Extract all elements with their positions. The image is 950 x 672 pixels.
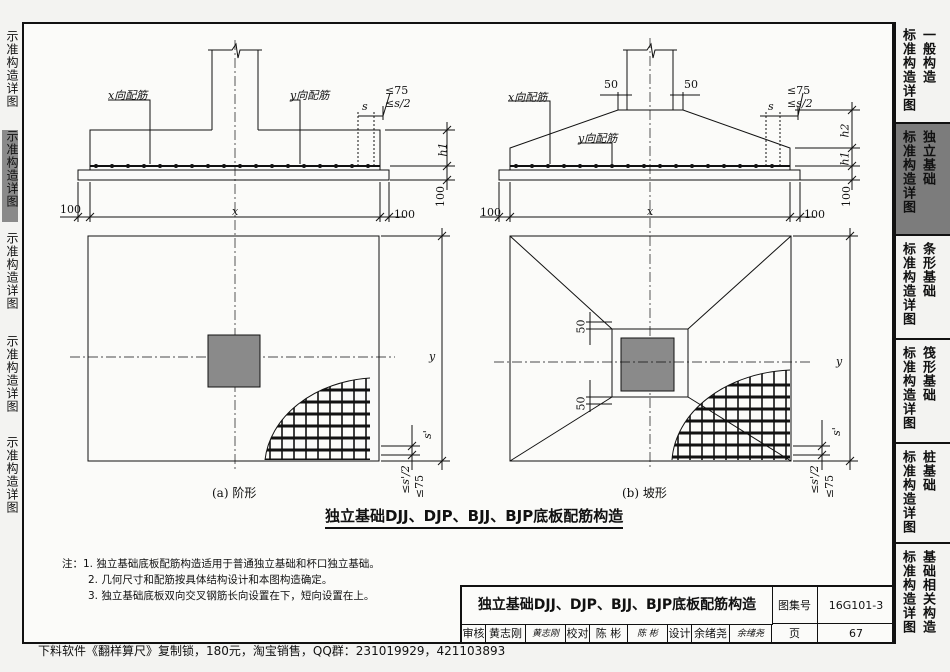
tab-label-topic: 独立基础 [920, 130, 935, 186]
drawing-main-caption: 独立基础DJJ、DJP、BJJ、BJP底板配筋构造 [325, 505, 624, 529]
fig-b-h1: h1 [838, 151, 852, 166]
left-strip-label: 示准构造详图 [2, 130, 19, 222]
tab-isolated-foundation[interactable]: 标准构造详图 独立基础 [896, 124, 950, 236]
tab-label-standard: 标准构造详图 [900, 550, 915, 634]
fig-b-s: s [768, 100, 774, 113]
fig-a-100-bottom: 100 [434, 186, 447, 207]
fig-b-les2: ≤s/2 [787, 97, 813, 110]
tab-label-standard: 标准构造详图 [900, 450, 915, 534]
figure-b-plan [494, 228, 858, 470]
fig-a-les2: ≤s/2 [385, 97, 411, 110]
figure-a-plan [70, 228, 450, 470]
title-block: 独立基础DJJ、DJP、BJJ、BJP底板配筋构造 图集号 16G101-3 审… [460, 585, 894, 644]
fig-a-100-left: 100 [60, 203, 81, 216]
fig-b-le75-b: ≤75 [823, 474, 837, 499]
fig-b-50-right: 50 [684, 78, 698, 91]
fig-b-y-dim: y [836, 355, 843, 368]
fig-b-50-plan-bottom: 50 [574, 396, 588, 411]
fig-a-y-bars-label: y向配筋 [290, 89, 330, 102]
tab-label-topic: 桩基础 [920, 450, 935, 492]
fig-b-caption: (b) 坡形 [622, 486, 667, 500]
tab-pile-foundation[interactable]: 标准构造详图 桩基础 [896, 444, 950, 544]
design-label: 设计 [668, 624, 692, 644]
left-strip-label: 示准构造详图 [5, 232, 19, 310]
fig-b-50-left: 50 [604, 78, 618, 91]
fig-a-le75-b: ≤75 [413, 474, 427, 499]
figure-b-section [480, 38, 860, 470]
designer-signature: 余绪尧 [730, 624, 772, 644]
tab-label-topic: 基础相关构造 [920, 550, 935, 634]
tab-label-topic: 筏形基础 [920, 346, 935, 402]
checker-name: 陈 彬 [590, 624, 628, 644]
reviewer-signature: 黄志刚 [526, 624, 566, 644]
drawing-frame [22, 22, 894, 644]
chapter-tabs: 标准构造详图 一般构造 标准构造详图 独立基础 标准构造详图 条形基础 标准构造… [894, 22, 950, 644]
tab-label-topic: 一般构造 [920, 28, 935, 84]
tab-general-construction[interactable]: 标准构造详图 一般构造 [896, 22, 950, 124]
left-strip-label: 示准构造详图 [5, 335, 19, 413]
fig-b-les2-prime: ≤s'/2 [807, 465, 821, 494]
checker-signature: 陈 彬 [628, 624, 668, 644]
fig-b-50-plan-top: 50 [574, 319, 588, 334]
tab-label-standard: 标准构造详图 [900, 28, 915, 112]
notes-block: 注：1. 独立基础底板配筋构造适用于普通独立基础和杯口独立基础。 2. 几何尺寸… [62, 556, 380, 604]
fig-b-100-left: 100 [480, 206, 501, 219]
tab-raft-foundation[interactable]: 标准构造详图 筏形基础 [896, 340, 950, 444]
fig-a-h1: h1 [436, 142, 450, 157]
fig-a-y-dim: y [429, 350, 436, 363]
review-label: 审核 [462, 624, 486, 644]
fig-a-s: s [362, 100, 368, 113]
check-label: 校对 [566, 624, 590, 644]
fig-b-y-bars-label: y向配筋 [578, 132, 618, 145]
fig-b-x-dim: x [647, 205, 654, 218]
fig-a-x-dim: x [232, 205, 239, 218]
atlas-label: 图集号 [772, 587, 818, 624]
fig-b-100-right: 100 [804, 208, 825, 221]
note-2: 2. 几何尺寸和配筋按具体结构设计和本图构造确定。 [88, 574, 333, 586]
fig-b-le75: ≤75 [787, 84, 811, 97]
page-number: 67 [849, 627, 863, 640]
note-3: 3. 独立基础底板双向交叉钢筋长向设置在下，短向设置在上。 [88, 590, 375, 602]
atlas-number: 16G101-3 [818, 587, 894, 624]
tab-label-standard: 标准构造详图 [900, 130, 915, 214]
footer-watermark-text: 下料软件《翻样算尺》复制锁，180元，淘宝销售，QQ群：231019929，42… [38, 644, 506, 658]
tab-related-construction[interactable]: 标准构造详图 基础相关构造 [896, 544, 950, 644]
fig-b-s-prime: s' [829, 427, 843, 436]
designer-name: 余绪尧 [692, 624, 730, 644]
tab-label-topic: 条形基础 [920, 242, 935, 298]
left-strip-label: 示准构造详图 [5, 436, 19, 514]
page-label: 页 [772, 624, 818, 644]
fig-a-100-right: 100 [394, 208, 415, 221]
figure-a-section [60, 40, 455, 470]
note-1: 注：1. 独立基础底板配筋构造适用于普通独立基础和杯口独立基础。 [62, 558, 380, 570]
fig-b-h2: h2 [838, 123, 852, 138]
fig-a-s-prime: s' [420, 430, 434, 439]
reviewer-name: 黄志刚 [486, 624, 526, 644]
fig-a-les2-prime: ≤s'/2 [398, 465, 412, 494]
tab-label-standard: 标准构造详图 [900, 242, 915, 326]
fig-b-100-bottom: 100 [840, 186, 853, 207]
fig-b-x-bars-label: x向配筋 [508, 91, 548, 104]
title-block-title: 独立基础DJJ、DJP、BJJ、BJP底板配筋构造 [462, 587, 773, 625]
fig-a-le75: ≤75 [385, 84, 409, 97]
left-edge-strip: 示准构造详图 示准构造详图 示准构造详图 示准构造详图 示准构造详图 [0, 0, 22, 672]
fig-a-x-bars-label: x向配筋 [108, 89, 148, 102]
tab-strip-foundation[interactable]: 标准构造详图 条形基础 [896, 236, 950, 340]
tab-label-standard: 标准构造详图 [900, 346, 915, 430]
fig-a-caption: (a) 阶形 [212, 486, 257, 500]
left-strip-label: 示准构造详图 [5, 30, 19, 108]
